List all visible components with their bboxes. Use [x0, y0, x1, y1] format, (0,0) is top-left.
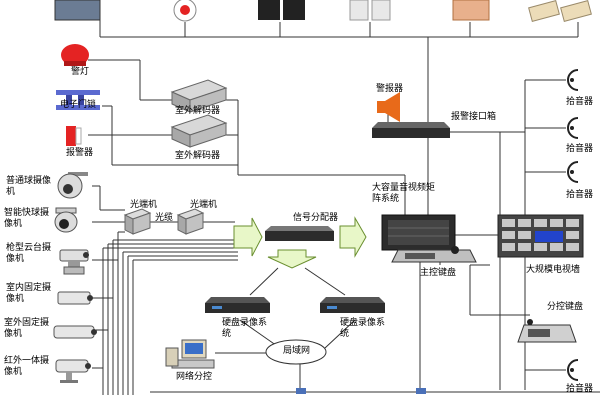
optical-2-label: 光端机 [190, 200, 218, 210]
microphone-icon-1 [567, 69, 579, 91]
dvr-device-icon-1 [205, 297, 270, 313]
ir-camera-label: 红外一体摄像机 [4, 356, 50, 377]
microphone-icon-2 [567, 117, 579, 139]
indoor-camera-label: 室内固定摄像机 [6, 283, 52, 304]
net-control-label: 网络分控 [176, 372, 213, 382]
dvr-device-icon-2 [320, 297, 385, 313]
left-alarm-label: 报警器 [66, 148, 94, 158]
flow-arrow-1 [233, 217, 263, 257]
matrix-label: 大容量音视频矩阵系统 [372, 183, 436, 204]
sub-keyboard-label: 分控键盘 [547, 302, 584, 312]
tv-wall-icon [497, 214, 584, 258]
decoder-1-label: 室外解码器 [175, 106, 221, 116]
dvr-1-label: 硬盘录像系统 [222, 318, 268, 339]
interface-box-icon [372, 122, 450, 138]
microphone-icon-4 [567, 359, 579, 381]
matrix-chassis-icon [381, 214, 456, 251]
dvr-2-label: 硬盘录像系统 [340, 318, 386, 339]
control-keyboard-icon-main [391, 246, 477, 263]
microphone-icon-3 [567, 161, 579, 183]
horn-speaker-icon [377, 92, 400, 122]
dome-camera-label: 普通球摄像机 [6, 176, 52, 197]
pickup-1-label: 拾音器 [566, 97, 594, 107]
decoder-box-icon-1 [170, 79, 228, 113]
bullet-camera-icon-1 [57, 291, 93, 305]
optical-transceiver-icon-2 [176, 208, 205, 235]
tv-wall-label: 大规模电视墙 [526, 265, 581, 275]
dome-camera-icon-1 [57, 172, 88, 199]
flow-arrow-down [267, 249, 317, 269]
pickup-2-label: 拾音器 [566, 144, 594, 154]
ptz-camera-label: 枪型云台摄像机 [6, 243, 52, 264]
ir-camera-icon [55, 359, 91, 383]
decoder-2-label: 室外解码器 [175, 151, 221, 161]
splitter-device-icon [265, 226, 334, 241]
outdoor-camera-label: 室外固定摄像机 [4, 318, 50, 339]
top-device-row [54, 0, 592, 22]
pickup-4-label: 拾音器 [566, 384, 594, 394]
optical-transceiver-icon-1 [123, 208, 152, 235]
control-keyboard-icon-sub [517, 319, 577, 343]
ptz-camera-icon [59, 249, 89, 275]
bullet-camera-icon-2 [53, 325, 97, 339]
door-lock-label: 电子门锁 [60, 100, 97, 110]
main-keyboard-label: 主控键盘 [420, 268, 457, 278]
connection-lines [88, 0, 600, 395]
magnetic-lock-icon [56, 90, 100, 110]
alarm-light-label: 警灯 [71, 67, 90, 77]
flow-arrow-2 [339, 216, 367, 258]
splitter-label: 信号分配器 [293, 213, 339, 223]
lan-label: 局域网 [283, 346, 311, 356]
lan-cloud-icon [265, 339, 327, 365]
decoder-box-icon-2 [170, 114, 228, 148]
computer-icon [165, 339, 215, 369]
red-siren-icon [66, 126, 82, 146]
optical-1-label: 光端机 [130, 200, 158, 210]
fast-dome-camera-label: 智能快球摄像机 [4, 208, 50, 229]
bottom-connector-icons [296, 388, 426, 394]
red-beacon-icon [61, 44, 89, 66]
dome-camera-icon-2 [54, 207, 78, 233]
top-alarm-label: 警报器 [376, 84, 404, 94]
fiber-label: 光缆 [155, 213, 174, 223]
pickup-3-label: 拾音器 [566, 190, 594, 200]
alarm-box-label: 报警接口箱 [451, 112, 497, 122]
